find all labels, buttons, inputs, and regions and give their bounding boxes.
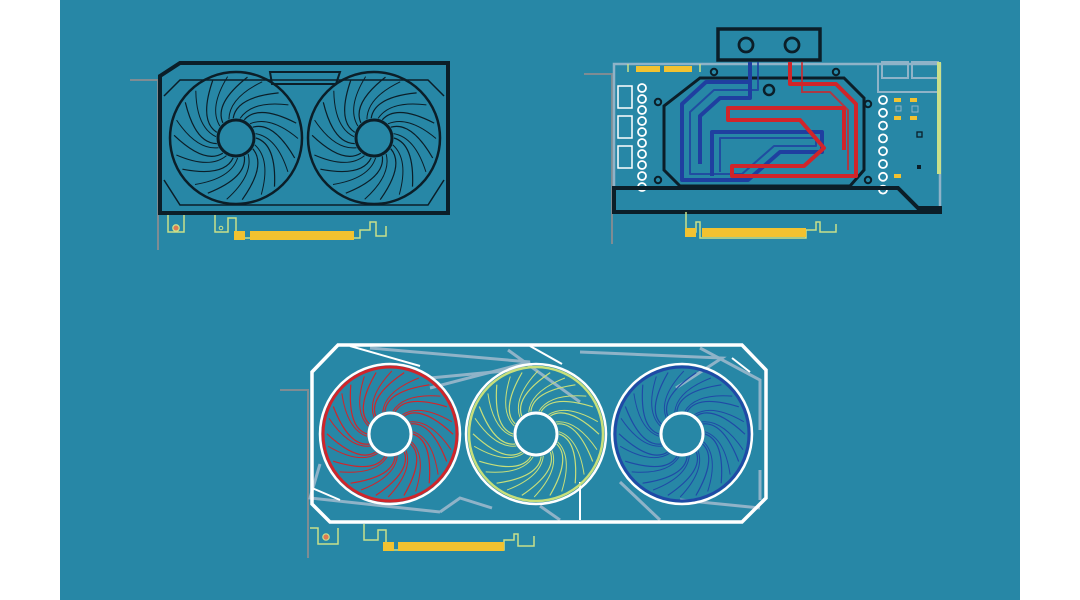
io-bracket-3 <box>280 389 309 558</box>
fan-left <box>168 70 304 206</box>
dual-fan-gpu-card <box>130 61 450 250</box>
block-screw <box>863 175 873 185</box>
vrm-right <box>877 61 941 195</box>
triple-fan-gpu-card <box>280 343 768 558</box>
card3-fans <box>318 362 754 506</box>
block-screw <box>831 67 841 77</box>
fan-ring-0 <box>318 362 462 506</box>
capacitor <box>878 171 888 182</box>
gpu-illustration <box>60 0 1020 600</box>
capacitor <box>637 83 647 93</box>
fan-ring-1 <box>464 362 608 506</box>
coolant-loop-red <box>726 62 858 178</box>
block-screw <box>653 175 663 185</box>
capacitor <box>637 138 647 148</box>
capacitor <box>878 107 888 118</box>
capacitor <box>878 120 888 131</box>
fan-red <box>321 365 459 503</box>
triple-fan-shroud <box>310 343 768 524</box>
card-shroud <box>158 61 450 215</box>
capacitor <box>637 94 647 104</box>
pcie-gold-fingers-2 <box>685 228 806 237</box>
pcie-gold-fingers <box>234 231 354 240</box>
water-fittings <box>716 27 822 62</box>
top-connectors <box>627 64 701 72</box>
fan-blue <box>613 365 751 503</box>
capacitor <box>637 160 647 170</box>
bracket-screw <box>172 224 180 232</box>
block-screw <box>863 99 873 109</box>
capacitor <box>878 95 888 105</box>
water-block-gpu-card <box>584 27 942 244</box>
block-screw <box>709 67 719 77</box>
fan-ring-2 <box>610 362 754 506</box>
capacitor <box>637 127 647 137</box>
fan-right <box>306 70 442 206</box>
fan-green <box>467 365 605 503</box>
capacitor <box>878 146 888 157</box>
capacitor <box>637 171 647 181</box>
capacitor <box>637 149 647 159</box>
pcie-gold-fingers-3 <box>383 542 504 551</box>
vrm-left <box>617 83 647 192</box>
background-panel <box>60 0 1020 600</box>
card1-fans <box>168 70 442 206</box>
capacitor <box>637 116 647 126</box>
pcb-edge <box>214 214 387 239</box>
coolant-loop-blue <box>680 62 824 182</box>
capacitor <box>878 133 888 144</box>
backplate <box>612 186 942 214</box>
capacitor <box>878 159 888 169</box>
capacitor <box>637 105 647 115</box>
water-block <box>662 76 866 188</box>
block-screw <box>653 97 663 107</box>
illustration-canvas <box>60 0 1020 600</box>
